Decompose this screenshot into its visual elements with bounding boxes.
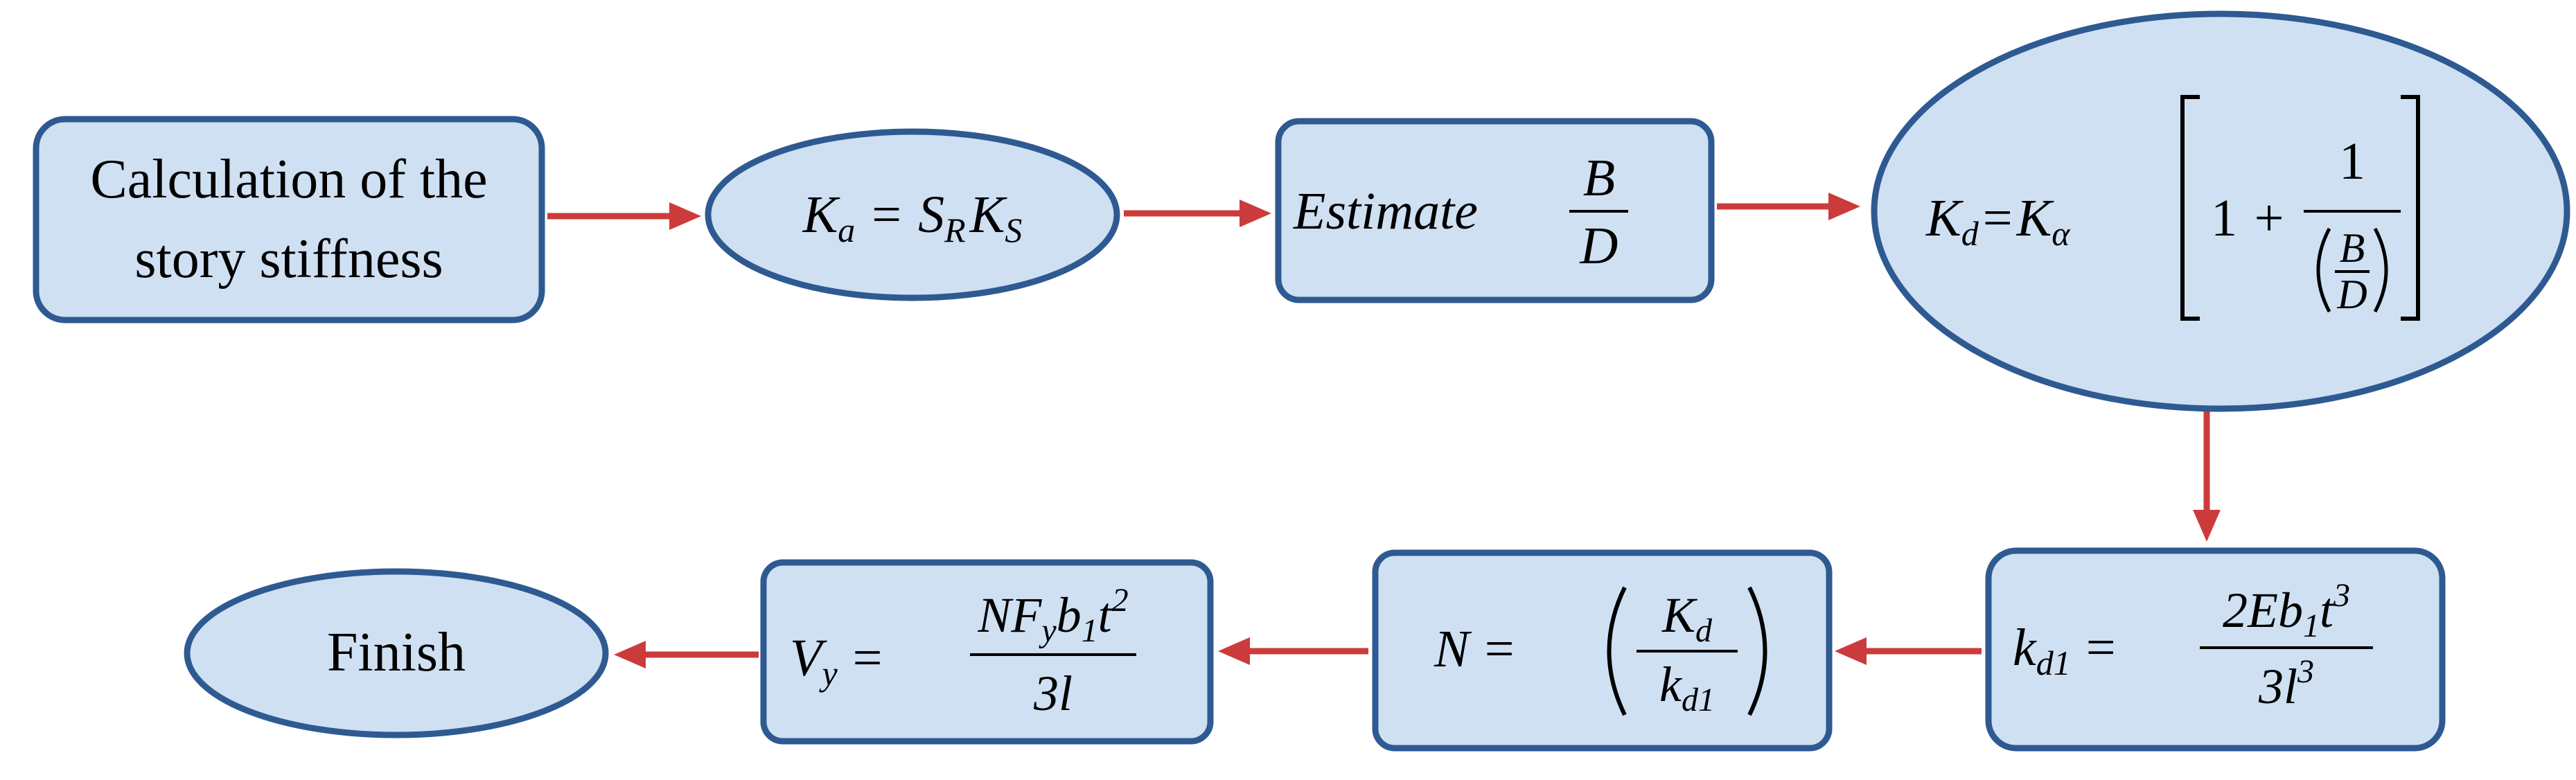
kd-inner-numerator: B bbox=[2340, 225, 2365, 271]
ka-equation-text: Ka=SRKS bbox=[802, 186, 1023, 249]
n-denominator: kd1 bbox=[1659, 657, 1715, 718]
kd-outer-numerator: 1 bbox=[2339, 132, 2365, 190]
vy-numerator: NFyb1t2 bbox=[977, 582, 1128, 649]
kd-left-bracket bbox=[2180, 95, 2200, 321]
node-kd-equation: Kd=Kα 1 + 1 B D bbox=[1871, 10, 2570, 412]
kd-plus: + bbox=[2255, 189, 2284, 247]
kd-one: 1 bbox=[2211, 189, 2237, 247]
n-right-paren bbox=[1747, 586, 1767, 716]
estimate-denominator: D bbox=[1580, 217, 1618, 275]
node-finish: Finish bbox=[184, 568, 609, 738]
node-estimate-bd: Estimate B D bbox=[1275, 118, 1715, 303]
node-story-stiffness-line2: story stiffness bbox=[134, 229, 443, 290]
arrow-1-to-2 bbox=[547, 202, 701, 230]
arrow-2-to-3 bbox=[1124, 200, 1271, 227]
vy-lhs: Vy= bbox=[790, 629, 883, 693]
kd-lhs: Kd=Kα bbox=[1925, 189, 2071, 253]
node-kd1-equation: kd1= 2Eb1t3 3l3 bbox=[1985, 547, 2446, 752]
arrow-5-to-6 bbox=[1835, 637, 1982, 665]
node-story-stiffness: Calculation of the story stiffness bbox=[33, 116, 545, 323]
kd-right-paren bbox=[2373, 227, 2388, 313]
estimate-numerator: B bbox=[1583, 149, 1615, 207]
kd-right-bracket bbox=[2401, 95, 2420, 321]
node-vy-equation: Vy= NFyb1t2 3l bbox=[760, 559, 1214, 745]
node-ka-equation: Ka=SRKS bbox=[705, 128, 1120, 301]
kd1-denominator: 3l3 bbox=[2258, 653, 2314, 714]
n-numerator: Kd bbox=[1661, 587, 1713, 649]
arrow-4-to-5 bbox=[2193, 402, 2221, 542]
node-n-equation: N= Kd kd1 bbox=[1372, 549, 1833, 752]
node-story-stiffness-line1: Calculation of the bbox=[90, 149, 487, 210]
kd1-numerator: 2Eb1t3 bbox=[2223, 577, 2350, 644]
kd1-lhs: kd1= bbox=[2013, 619, 2116, 682]
n-lhs: N= bbox=[1433, 620, 1515, 678]
arrow-3-to-4 bbox=[1717, 193, 1860, 220]
estimate-word: Estimate bbox=[1293, 182, 1478, 240]
arrow-6-to-7 bbox=[1218, 637, 1368, 665]
finish-label: Finish bbox=[327, 622, 466, 683]
vy-denominator: 3l bbox=[1033, 666, 1073, 721]
n-left-paren bbox=[1607, 586, 1627, 716]
kd-left-paren bbox=[2316, 227, 2331, 313]
kd-inner-denominator: D bbox=[2336, 272, 2367, 317]
arrow-7-to-8 bbox=[614, 641, 759, 668]
